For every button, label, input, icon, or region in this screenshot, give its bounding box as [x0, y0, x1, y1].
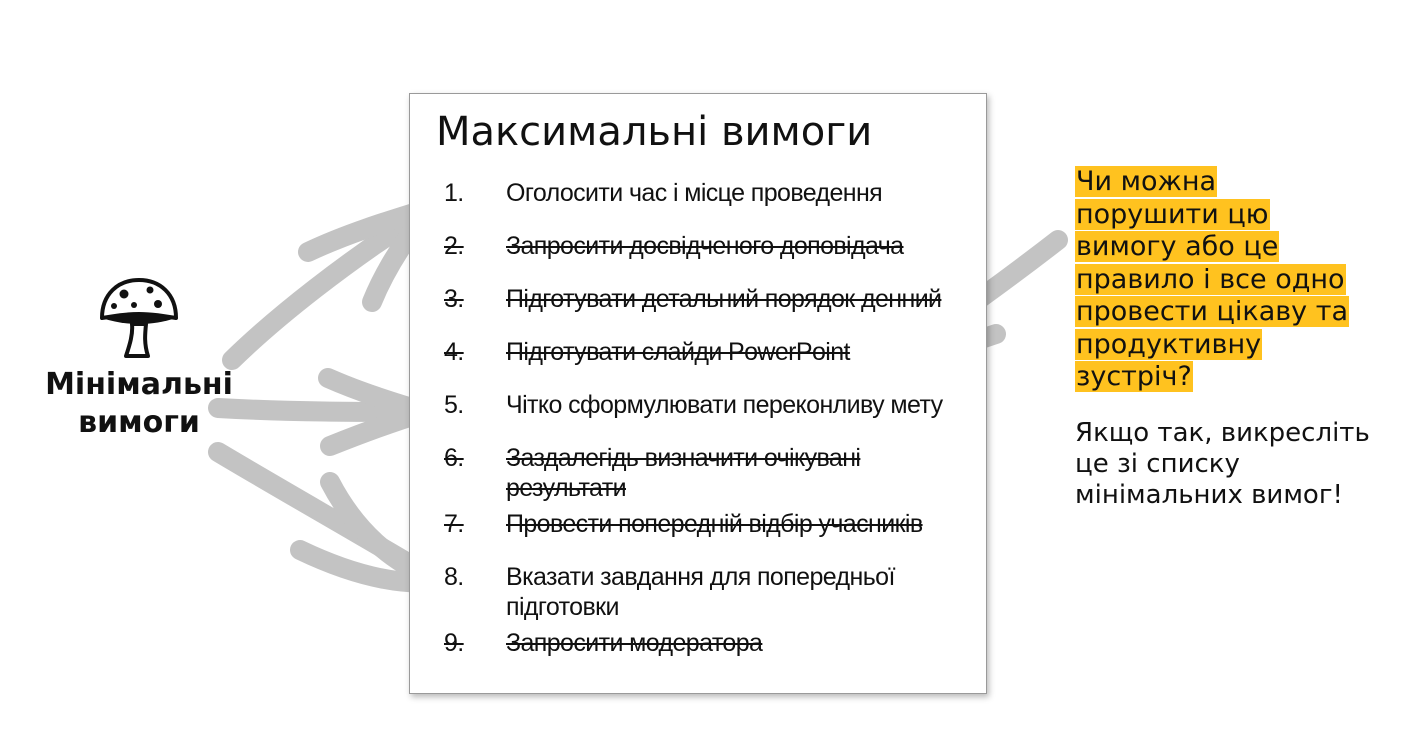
card-title: Максимальні вимоги [436, 109, 873, 155]
requirements-list: 1. Оголосити час і місце проведення 2. З… [444, 178, 984, 681]
answer-text: Якщо так, викресліть це зі списку мініма… [1075, 418, 1370, 510]
item-text: Запросити модератора [506, 629, 763, 657]
question-callout: Чи можна порушити цю вимогу або це прави… [1075, 166, 1355, 394]
requirement-item-4: 4. Підготувати слайди PowerPoint [444, 337, 984, 390]
item-number: 8. [444, 563, 464, 591]
item-number: 4. [444, 338, 464, 366]
item-text: Вказати завдання для попередньої підгото… [506, 563, 895, 621]
item-number: 9. [444, 629, 464, 657]
item-number: 6. [444, 444, 464, 472]
item-text: Підготувати детальний порядок денний [506, 285, 942, 313]
requirement-item-8: 8. Вказати завдання для попередньої підг… [444, 562, 984, 628]
item-number: 7. [444, 510, 464, 538]
requirement-item-1: 1. Оголосити час і місце проведення [444, 178, 984, 231]
mushroom-icon [100, 278, 178, 358]
requirement-item-6: 6. Заздалегідь визначити очікувані резул… [444, 443, 984, 509]
item-number: 1. [444, 179, 464, 207]
item-text: Запросити досвідченого доповідача [506, 232, 904, 260]
item-number: 2. [444, 232, 464, 260]
requirement-item-9: 9. Запросити модератора [444, 628, 984, 681]
requirement-item-5: 5. Чітко сформулювати переконливу мету [444, 390, 984, 443]
arrow-to-item-5 [208, 368, 435, 456]
item-number: 5. [444, 391, 464, 419]
arrow-to-item-1 [222, 198, 440, 370]
item-number: 3. [444, 285, 464, 313]
min-requirements-label: Мінімальні вимоги [45, 367, 233, 440]
item-text: Заздалегідь визначити очікувані результа… [506, 444, 861, 502]
arrow-to-item-8 [208, 442, 450, 593]
requirement-item-7: 7. Провести попередній відбір учасників [444, 509, 984, 562]
item-text: Чітко сформулювати переконливу мету [506, 391, 943, 419]
max-requirements-card: Максимальні вимоги 1. Оголосити час і мі… [409, 93, 987, 694]
requirement-item-2: 2. Запросити досвідченого доповідача [444, 231, 984, 284]
question-text: Чи можна порушити цю вимогу або це прави… [1075, 166, 1350, 392]
item-text: Провести попередній відбір учасників [506, 510, 923, 538]
item-text: Оголосити час і місце проведення [506, 179, 883, 207]
requirement-item-3: 3. Підготувати детальний порядок денний [444, 284, 984, 337]
item-text: Підготувати слайди PowerPoint [506, 338, 850, 366]
